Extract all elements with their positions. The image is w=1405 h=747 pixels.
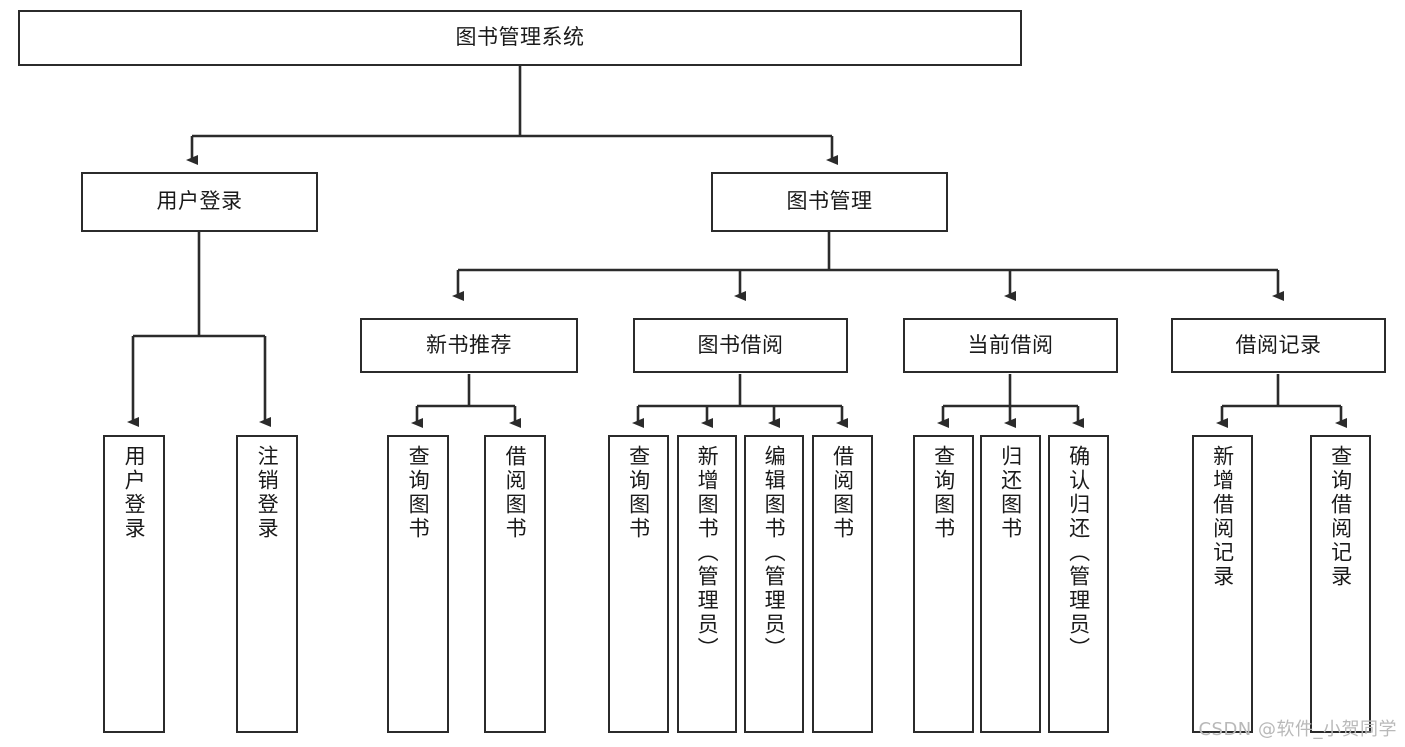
leaf-query-book-borrow[interactable]: 查询图书	[608, 435, 669, 733]
node-root-system[interactable]: 图书管理系统	[18, 10, 1022, 66]
node-label: 图书管理	[786, 189, 873, 214]
leaf-borrow-book-recommend[interactable]: 借阅图书	[484, 435, 546, 733]
node-current-borrow[interactable]: 当前借阅	[903, 318, 1118, 373]
node-label: 编辑图书（管理员）	[762, 445, 787, 661]
node-label: 查询借阅记录	[1328, 445, 1353, 589]
node-label: 借阅记录	[1235, 332, 1322, 357]
leaf-add-book-admin[interactable]: 新增图书（管理员）	[677, 435, 737, 733]
leaf-edit-book-admin[interactable]: 编辑图书（管理员）	[744, 435, 804, 733]
node-label: 确认归还（管理员）	[1066, 445, 1091, 661]
node-book-management[interactable]: 图书管理	[711, 172, 948, 232]
node-user-login[interactable]: 用户登录	[81, 172, 318, 232]
leaf-borrow-book[interactable]: 借阅图书	[812, 435, 873, 733]
node-label: 图书借阅	[697, 332, 784, 357]
node-new-book-recommend[interactable]: 新书推荐	[360, 318, 578, 373]
leaf-user-login[interactable]: 用户登录	[103, 435, 165, 733]
node-label: 新增图书（管理员）	[695, 445, 720, 661]
node-label: 用户登录	[156, 189, 243, 214]
node-label: 查询图书	[626, 445, 651, 541]
leaf-query-borrow-record[interactable]: 查询借阅记录	[1310, 435, 1371, 733]
node-label: 查询图书	[406, 445, 431, 541]
node-label: 当前借阅	[967, 332, 1054, 357]
node-label: 新书推荐	[426, 332, 512, 357]
leaf-return-book[interactable]: 归还图书	[980, 435, 1041, 733]
node-borrow-record[interactable]: 借阅记录	[1171, 318, 1386, 373]
node-label: 注销登录	[255, 445, 280, 541]
node-label: 借阅图书	[830, 445, 855, 541]
leaf-add-borrow-record[interactable]: 新增借阅记录	[1192, 435, 1253, 733]
node-label: 图书管理系统	[455, 25, 585, 50]
leaf-query-book-recommend[interactable]: 查询图书	[387, 435, 449, 733]
node-book-borrow[interactable]: 图书借阅	[633, 318, 848, 373]
node-label: 查询图书	[931, 445, 956, 541]
leaf-query-book-current[interactable]: 查询图书	[913, 435, 974, 733]
node-label: 用户登录	[122, 445, 147, 541]
node-label: 新增借阅记录	[1210, 445, 1235, 589]
node-label: 归还图书	[998, 445, 1023, 541]
leaf-logout[interactable]: 注销登录	[236, 435, 298, 733]
watermark: CSDN @软件_小贺同学	[1198, 719, 1397, 740]
leaf-confirm-return-admin[interactable]: 确认归还（管理员）	[1048, 435, 1109, 733]
node-label: 借阅图书	[503, 445, 528, 541]
